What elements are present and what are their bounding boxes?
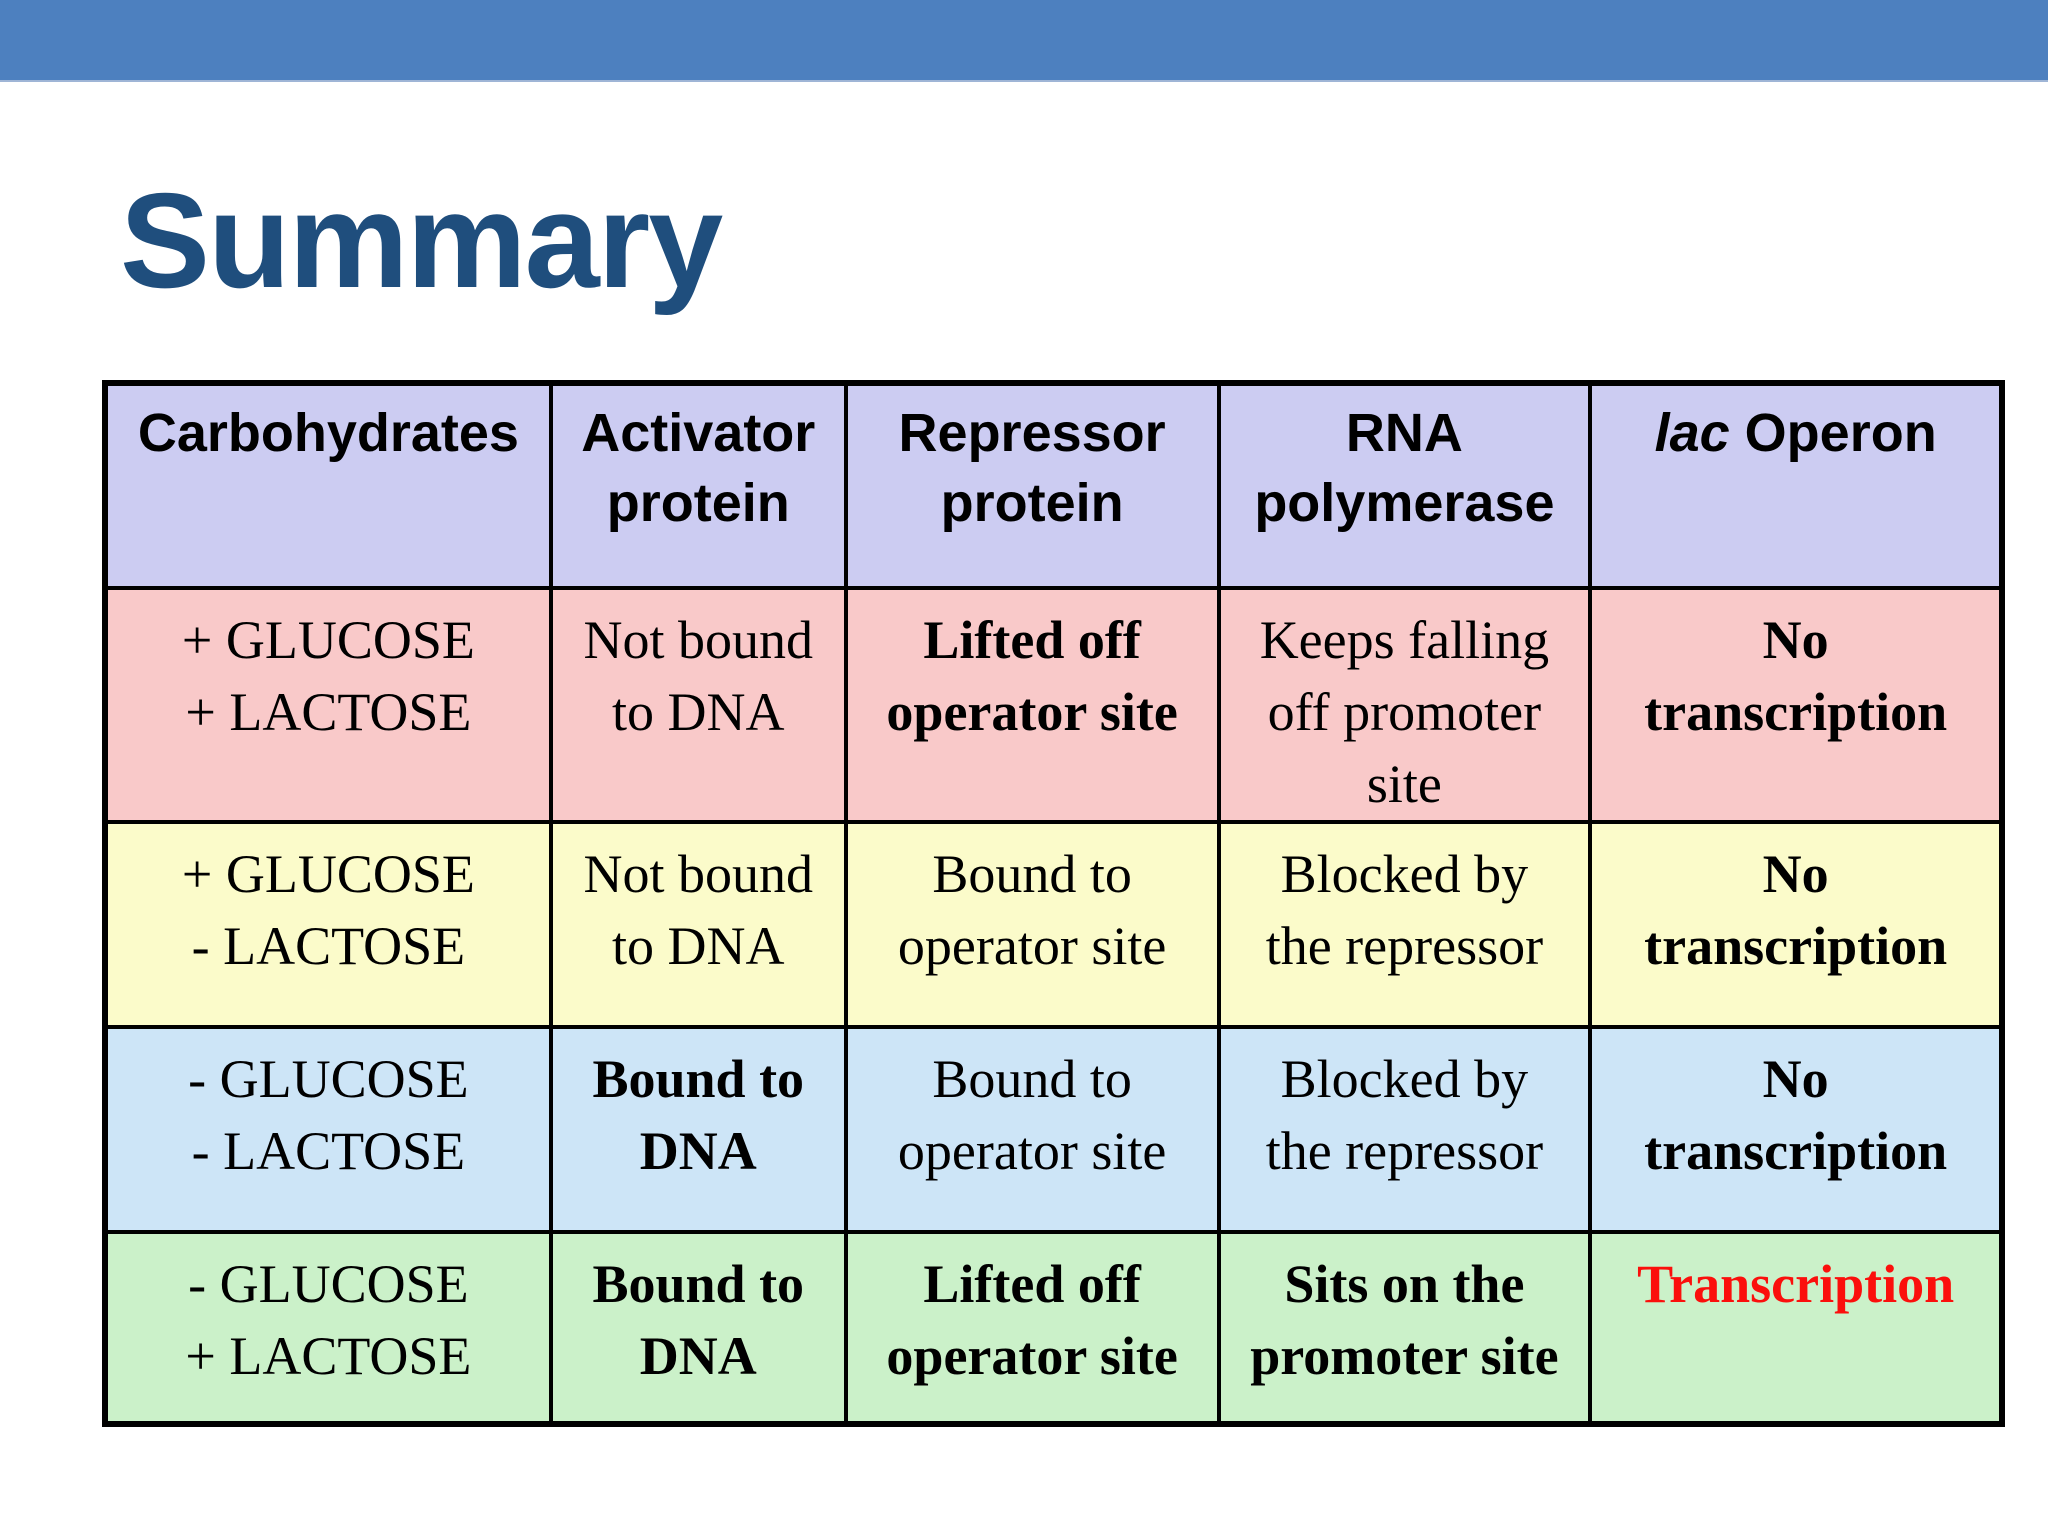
- page-title: Summary: [120, 165, 723, 316]
- table-cell: - GLUCOSE- LACTOSE: [103, 1025, 553, 1234]
- top-accent-bar: [0, 0, 2048, 82]
- header-cell: Carbohydrates: [103, 381, 553, 590]
- table-cell: + GLUCOSE- LACTOSE: [103, 820, 553, 1029]
- header-cell: lac Operon: [1588, 381, 2004, 590]
- table-cell: Transcription: [1588, 1230, 2004, 1426]
- table-cell: - GLUCOSE+ LACTOSE: [103, 1230, 553, 1426]
- table-cell: + GLUCOSE+ LACTOSE: [103, 586, 553, 824]
- header-italic-term: lac: [1654, 403, 1745, 463]
